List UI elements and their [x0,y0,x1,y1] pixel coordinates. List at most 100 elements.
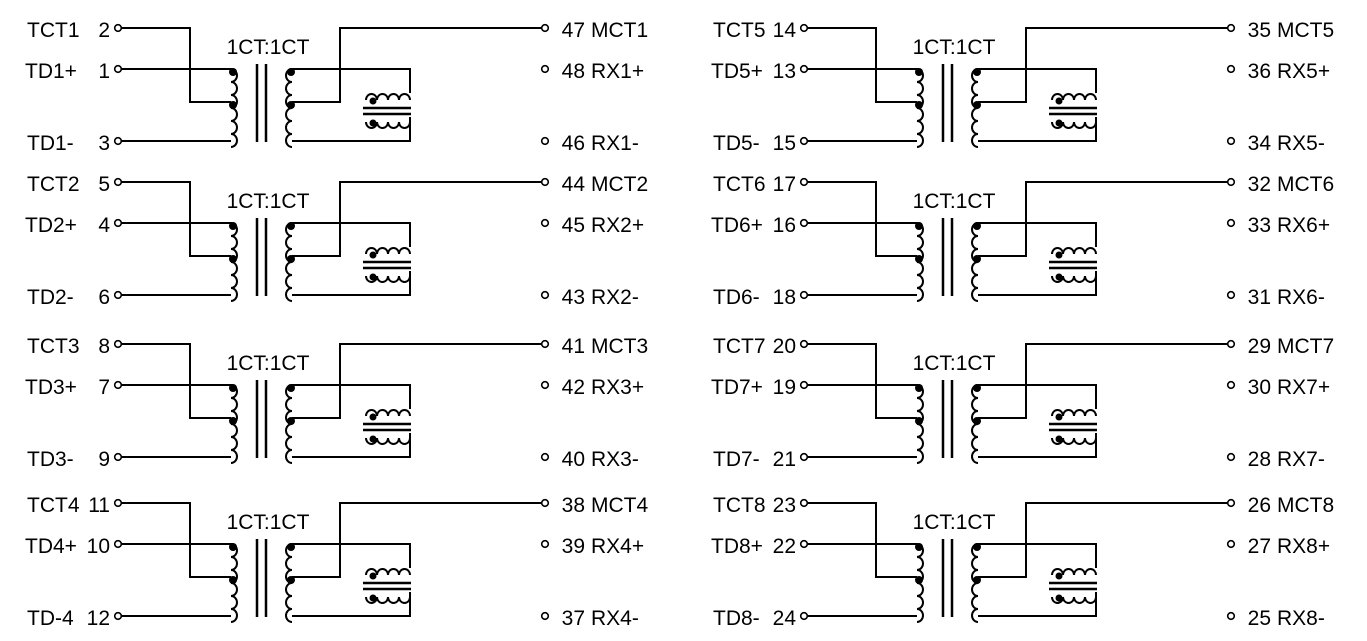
tct-label: TCT1 [27,19,80,42]
tct-pin: 5 [98,173,110,196]
terminal-pin [1226,498,1236,508]
terminal-pin [799,339,809,349]
td-plus-pin: 1 [98,60,110,83]
rx-minus-pin: 43 [562,286,585,309]
common-mode-choke [363,409,411,445]
mct-pin: 47 [562,19,585,42]
terminal-pin [799,23,809,33]
tct-wire [120,502,231,578]
polarity-dot [973,255,981,263]
polarity-dot [229,222,237,230]
td-plus-label: TD3+ [25,376,77,399]
terminal-pin [540,380,550,390]
polarity-dot [229,101,237,109]
tct-wire [806,343,917,419]
mct-pin: 32 [1248,173,1271,196]
terminal-pin [540,539,550,549]
td-minus-pin: 3 [98,132,110,155]
td-plus-pin: 19 [773,376,796,399]
terminal-pin [1226,177,1236,187]
rx-minus-pin: 46 [562,132,585,155]
polarity-dot [915,222,923,230]
mct-pin: 29 [1248,335,1271,358]
common-mode-choke [363,568,411,604]
polarity-dot [1055,435,1063,443]
polarity-dot [915,255,923,263]
polarity-dot [915,576,923,584]
td-plus-pin: 7 [98,376,110,399]
tct-label: TCT3 [27,335,80,358]
turns-ratio-label: 1CT:1CT [227,511,310,534]
rx-plus-wire [978,222,1097,247]
rx-plus-label: RX8+ [1277,535,1330,558]
mct-wire [292,502,542,578]
mct-pin: 44 [562,173,586,196]
polarity-dot [369,273,377,281]
mct-wire [978,27,1228,103]
rx-minus-pin: 40 [562,448,585,471]
terminal-pin [540,611,550,621]
terminal-pin [113,498,123,508]
mct-pin: 41 [562,335,585,358]
terminal-pin [540,64,550,74]
terminal-pin [540,498,550,508]
terminal-pin [540,23,550,33]
terminal-pin [540,177,550,187]
polarity-dot [287,255,295,263]
td-plus-label: TD8+ [711,535,763,558]
polarity-dot [229,417,237,425]
polarity-dot [973,101,981,109]
rx-minus-pin: 37 [562,607,585,630]
tct-label: TCT4 [27,494,80,517]
terminal-pin [540,290,550,300]
td-minus-label: TD2- [27,286,74,309]
polarity-dot [915,543,923,551]
rx-plus-wire [292,384,411,409]
mct-wire [978,502,1228,578]
polarity-dot [369,435,377,443]
td-plus-label: TD4+ [25,535,77,558]
polarity-dot [1055,97,1063,105]
terminal-pin [1226,290,1236,300]
td-minus-pin: 15 [773,132,796,155]
terminal-pin [113,339,123,349]
terminal-pin [540,136,550,146]
rx-minus-wire [292,592,411,617]
polarity-dot [229,255,237,263]
mct-wire [292,181,542,257]
terminal-pin [799,539,809,549]
polarity-dot [229,384,237,392]
tct-label: TCT2 [27,173,80,196]
polarity-dot [369,413,377,421]
td-plus-label: TD5+ [711,60,763,83]
polarity-dot [229,576,237,584]
rx-plus-pin: 42 [562,376,585,399]
mct-label: MCT1 [591,19,648,42]
td-minus-label: TD8- [713,607,760,630]
td-minus-label: TD6- [713,286,760,309]
tct-pin: 8 [98,335,110,358]
mct-wire [978,181,1228,257]
polarity-dot [369,119,377,127]
tct-label: TCT6 [713,173,766,196]
mct-label: MCT3 [591,335,648,358]
td-plus-pin: 10 [87,535,110,558]
td-minus-label: TD1- [27,132,74,155]
rx-plus-label: RX2+ [591,214,644,237]
terminal-pin [1226,452,1236,462]
tct-wire [806,502,917,578]
rx-minus-wire [978,433,1097,458]
rx-plus-wire [978,384,1097,409]
td-plus-pin: 22 [773,535,796,558]
common-mode-choke [1049,93,1097,129]
rx-plus-wire [978,68,1097,93]
polarity-dot [1055,572,1063,580]
turns-ratio-label: 1CT:1CT [913,352,996,375]
terminal-pin [113,64,123,74]
rx-plus-pin: 39 [562,535,585,558]
tct-pin: 20 [773,335,796,358]
tct-pin: 14 [773,19,797,42]
terminal-pin [1226,136,1236,146]
